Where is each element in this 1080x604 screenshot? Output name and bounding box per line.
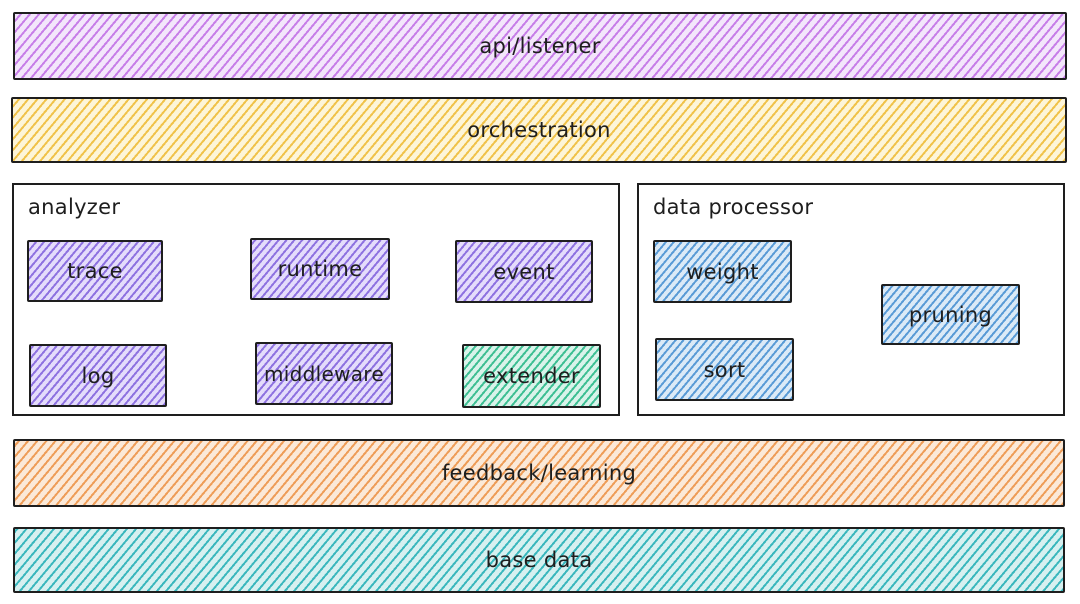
sort-module: sort — [655, 338, 794, 401]
base-data-label: base data — [485, 548, 593, 572]
event-label: event — [493, 259, 555, 284]
trace-label: trace — [67, 259, 123, 283]
middleware-label: middleware — [264, 361, 384, 386]
analyzer-title: analyzer — [28, 195, 121, 219]
log-label: log — [81, 363, 115, 388]
event-module: event — [455, 240, 593, 303]
runtime-module: runtime — [250, 238, 390, 300]
pruning-label: pruning — [908, 302, 993, 327]
log-module: log — [29, 344, 167, 407]
data-processor-panel: data processor weight sort pruning — [637, 183, 1065, 416]
extender-label: extender — [483, 364, 580, 388]
orchestration-layer: orchestration — [11, 97, 1067, 163]
feedback-learning-layer: feedback/learning — [13, 439, 1065, 507]
weight-label: weight — [686, 259, 759, 284]
weight-module: weight — [653, 240, 792, 303]
sort-label: sort — [703, 357, 746, 382]
trace-module: trace — [27, 240, 163, 302]
orchestration-label: orchestration — [467, 118, 611, 142]
runtime-label: runtime — [277, 257, 363, 281]
base-data-layer: base data — [13, 527, 1065, 593]
data-processor-title: data processor — [653, 195, 814, 219]
feedback-learning-label: feedback/learning — [441, 461, 637, 485]
analyzer-panel: analyzer trace runtime event log middlew… — [12, 183, 620, 416]
api-listener-label: api/listener — [479, 34, 601, 58]
pruning-module: pruning — [881, 284, 1020, 345]
middleware-module: middleware — [255, 342, 393, 405]
api-listener-layer: api/listener — [13, 12, 1067, 80]
extender-module: extender — [462, 344, 601, 408]
